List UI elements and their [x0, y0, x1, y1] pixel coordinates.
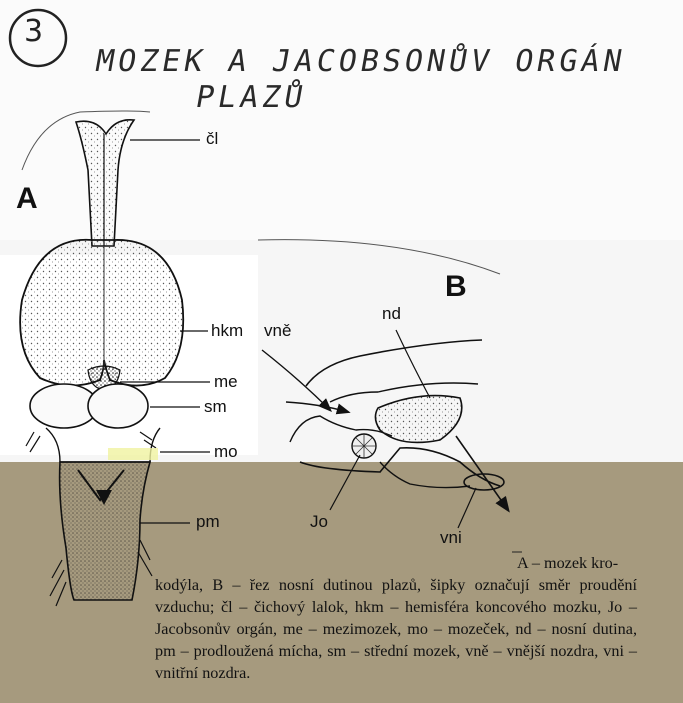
palate-outline: [299, 446, 501, 487]
medulla-dark-spot: [96, 490, 112, 505]
cranial-nerves-left-top: [25, 431, 41, 453]
airflow-arrow-exit: [455, 435, 510, 513]
nasal-upper-wall: [305, 339, 483, 387]
highlight-patch: [108, 448, 158, 460]
label-nd: nd: [382, 304, 401, 323]
figure-number-circle: [8, 8, 68, 68]
panel-a-label: A: [16, 182, 38, 215]
nasal-inner-wall: [329, 382, 479, 403]
label-mo: mo: [214, 442, 238, 461]
figure-number: 3: [24, 14, 44, 49]
paper-outline: [21, 110, 151, 171]
olfactory-lobe-shape: [74, 118, 136, 247]
jacobson-organ-rays: [352, 434, 376, 458]
airflow-arrow-inner: [285, 401, 351, 415]
medulla-v-mark: [77, 469, 125, 502]
inner-nostril-ring: [463, 473, 505, 491]
label-pm: pm: [196, 512, 220, 531]
paper-outline-b: [257, 239, 501, 275]
panel-b-label: B: [445, 270, 467, 303]
label-jo: Jo: [310, 512, 328, 531]
label-vne: vně: [264, 321, 292, 340]
leader-vni: [457, 487, 477, 529]
palate-inner: [379, 461, 471, 489]
label-me: me: [214, 372, 238, 391]
label-cl: čl: [206, 129, 219, 148]
caption-first-line: A – mozek kro-: [517, 554, 619, 572]
nasal-cavity-shape: [374, 394, 463, 444]
nasal-lower-wall: [289, 415, 393, 443]
medulla-shape: [58, 461, 152, 601]
label-vni: vni: [440, 528, 462, 547]
leader-jo: [329, 454, 361, 511]
figure-caption: A – mozek kro- kodýla, B – řez nosní dut…: [155, 552, 637, 684]
leader-nd: [395, 329, 431, 399]
airflow-arrow-entry: [261, 349, 332, 412]
label-hkm: hkm: [211, 321, 244, 340]
cranial-nerves-right-bottom: [137, 539, 153, 577]
title-line-2: PLAZŮ: [192, 80, 310, 115]
caption-body: kodýla, B – řez nosní dutinou plazů, šip…: [155, 576, 637, 682]
midbrain-right-lobe: [87, 383, 149, 429]
hemispheres-shape: [19, 238, 185, 387]
label-sm: sm: [204, 397, 227, 416]
cranial-nerves-left-bottom: [49, 559, 67, 607]
cranial-nerves-right-top: [139, 431, 157, 449]
title-line-1: MOZEK A JACOBSONŮV ORGÁN: [92, 44, 629, 79]
